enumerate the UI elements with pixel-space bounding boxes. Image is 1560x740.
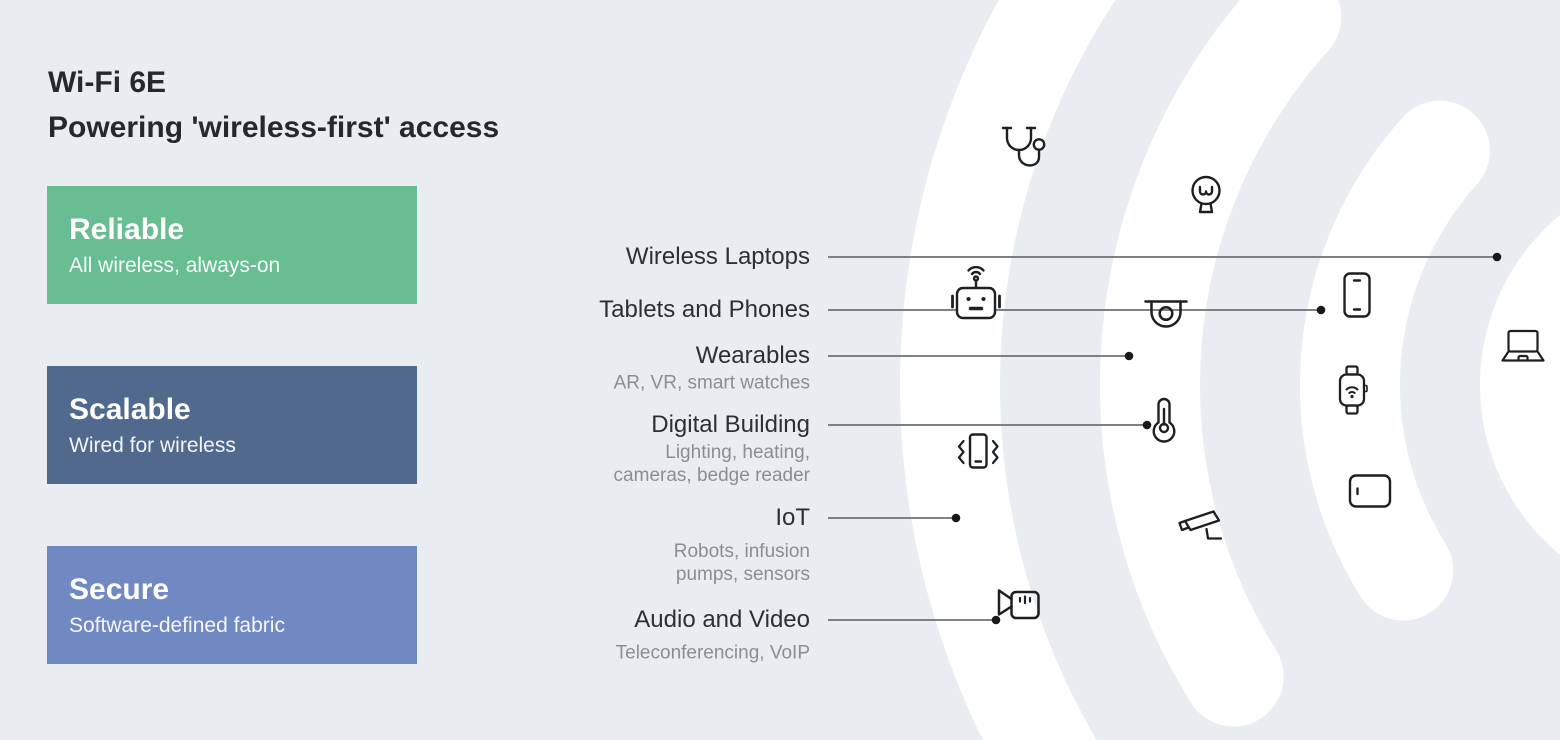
connector-dot [1316,305,1326,315]
card-secure-subtitle: Software-defined fabric [69,613,285,637]
cctv-camera-icon [1176,505,1228,553]
connector-dot [951,513,961,523]
label-wearables: Wearables [695,342,810,369]
card-reliable-subtitle: All wireless, always-on [69,253,281,277]
card-scalable: Scalable Wired for wireless [47,366,417,484]
label-iot: IoT [775,504,810,531]
card-scalable-subtitle: Wired for wireless [69,433,236,457]
connector-dot [991,615,1001,625]
vibrating-phone-icon [951,430,1005,480]
card-secure: Secure Software-defined fabric [47,546,417,664]
smartphone-icon [1339,270,1375,320]
page-title: Wi-Fi 6E Powering 'wireless-first' acces… [48,60,499,150]
title-line-1: Wi-Fi 6E [48,66,167,99]
sublabel-iot: Robots, infusion pumps, sensors [673,541,810,585]
connector-dot [1124,351,1134,361]
card-reliable: Reliable All wireless, always-on [47,186,417,304]
wifi-arc-middle [1100,0,1342,727]
video-camera-icon [994,584,1046,630]
dome-camera-icon [1142,296,1190,338]
connector-dot [1142,420,1152,430]
label-tablets-phones: Tablets and Phones [599,296,810,323]
tablet-icon [1346,471,1394,511]
card-secure-title: Secure [69,572,170,606]
label-wireless-laptops: Wireless Laptops [625,243,810,270]
wifi-arc-outer [900,0,1116,740]
card-reliable-title: Reliable [69,212,185,246]
connector-dot [1492,252,1502,262]
wifi-arc-inner [1300,100,1490,621]
robot-icon [947,260,1005,326]
title-line-2: Powering 'wireless-first' access [48,111,500,144]
sublabel-audio-video: Teleconferencing, VoIP [615,642,810,664]
sublabel-wearables: AR, VR, smart watches [613,372,810,394]
laptop-icon [1498,326,1548,366]
lightbulb-icon [1184,172,1228,222]
label-digital-building: Digital Building [651,411,810,438]
sublabel-digital-building: Lighting, heating, cameras, bedge reader [613,442,810,486]
thermometer-icon [1146,396,1182,446]
smartwatch-icon [1334,364,1370,416]
label-audio-video: Audio and Video [634,606,810,633]
wifi-dot [1480,215,1560,555]
stethoscope-icon [996,120,1052,184]
card-scalable-title: Scalable [69,392,191,426]
